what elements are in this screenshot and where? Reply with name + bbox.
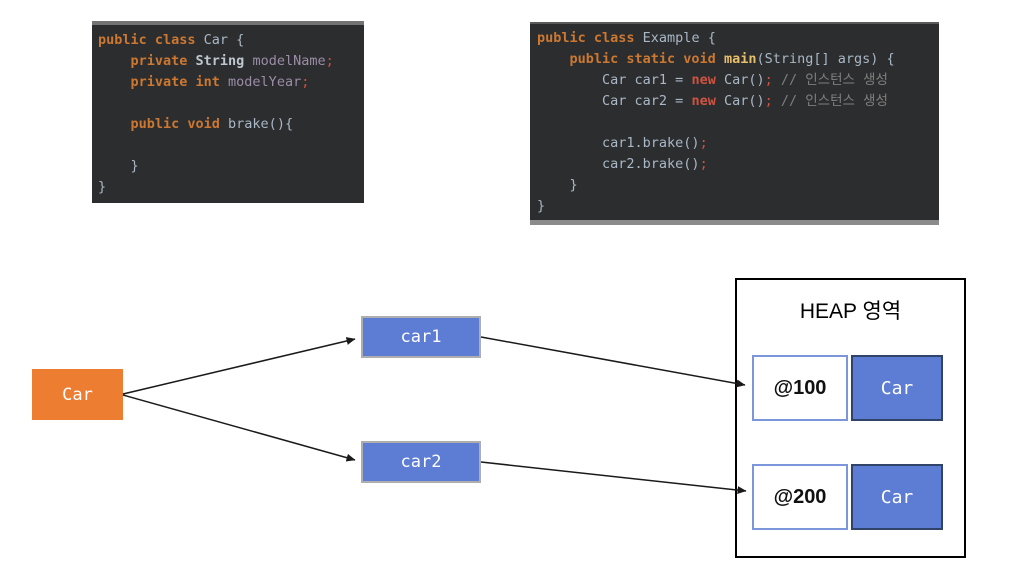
arrow-car-to-car1 xyxy=(122,337,356,395)
code-line: private int modelYear; xyxy=(98,74,310,90)
heap-address-box-100: @100 xyxy=(752,355,848,421)
code-line: public static void main(String[] args) { xyxy=(537,51,895,67)
code-line: car2.brake(); xyxy=(537,156,708,172)
code-line: Car car1 = new Car(); // 인스턴스 생성 xyxy=(537,72,888,88)
code-line: } xyxy=(98,179,107,195)
code-line: public class Car { xyxy=(98,32,245,48)
arrow-car-to-car2 xyxy=(122,394,356,462)
code-line: Car car2 = new Car(); // 인스턴스 생성 xyxy=(537,93,888,109)
heap-object-box-200: Car xyxy=(851,464,943,530)
heap-address-box-200: @200 xyxy=(752,464,848,530)
heap-object-box-100: Car xyxy=(851,355,943,421)
code-line: } xyxy=(537,177,578,193)
code-line: private String modelName; xyxy=(98,53,334,69)
reference-box-car1: car1 xyxy=(361,316,481,358)
code-line: public class Example { xyxy=(537,30,716,46)
arrow-car1-to-heap100 xyxy=(480,336,746,388)
code-snippet-example-class: public class Example { public static voi… xyxy=(530,22,939,225)
code-snippet-car-class: public class Car { private String modelN… xyxy=(92,21,364,203)
heap-region-box: HEAP 영역 @100 Car @200 Car xyxy=(735,278,966,558)
class-box-car: Car xyxy=(32,369,123,420)
arrow-car2-to-heap200 xyxy=(480,461,747,495)
code-line: } xyxy=(98,158,139,174)
code-line: car1.brake(); xyxy=(537,135,708,151)
code-line: public void brake(){ xyxy=(98,116,294,132)
reference-box-car2: car2 xyxy=(361,441,481,483)
code-line xyxy=(537,112,939,133)
code-line xyxy=(98,135,364,156)
heap-title: HEAP 영역 xyxy=(799,300,902,323)
code-line xyxy=(98,93,364,114)
code-line: } xyxy=(537,198,546,214)
